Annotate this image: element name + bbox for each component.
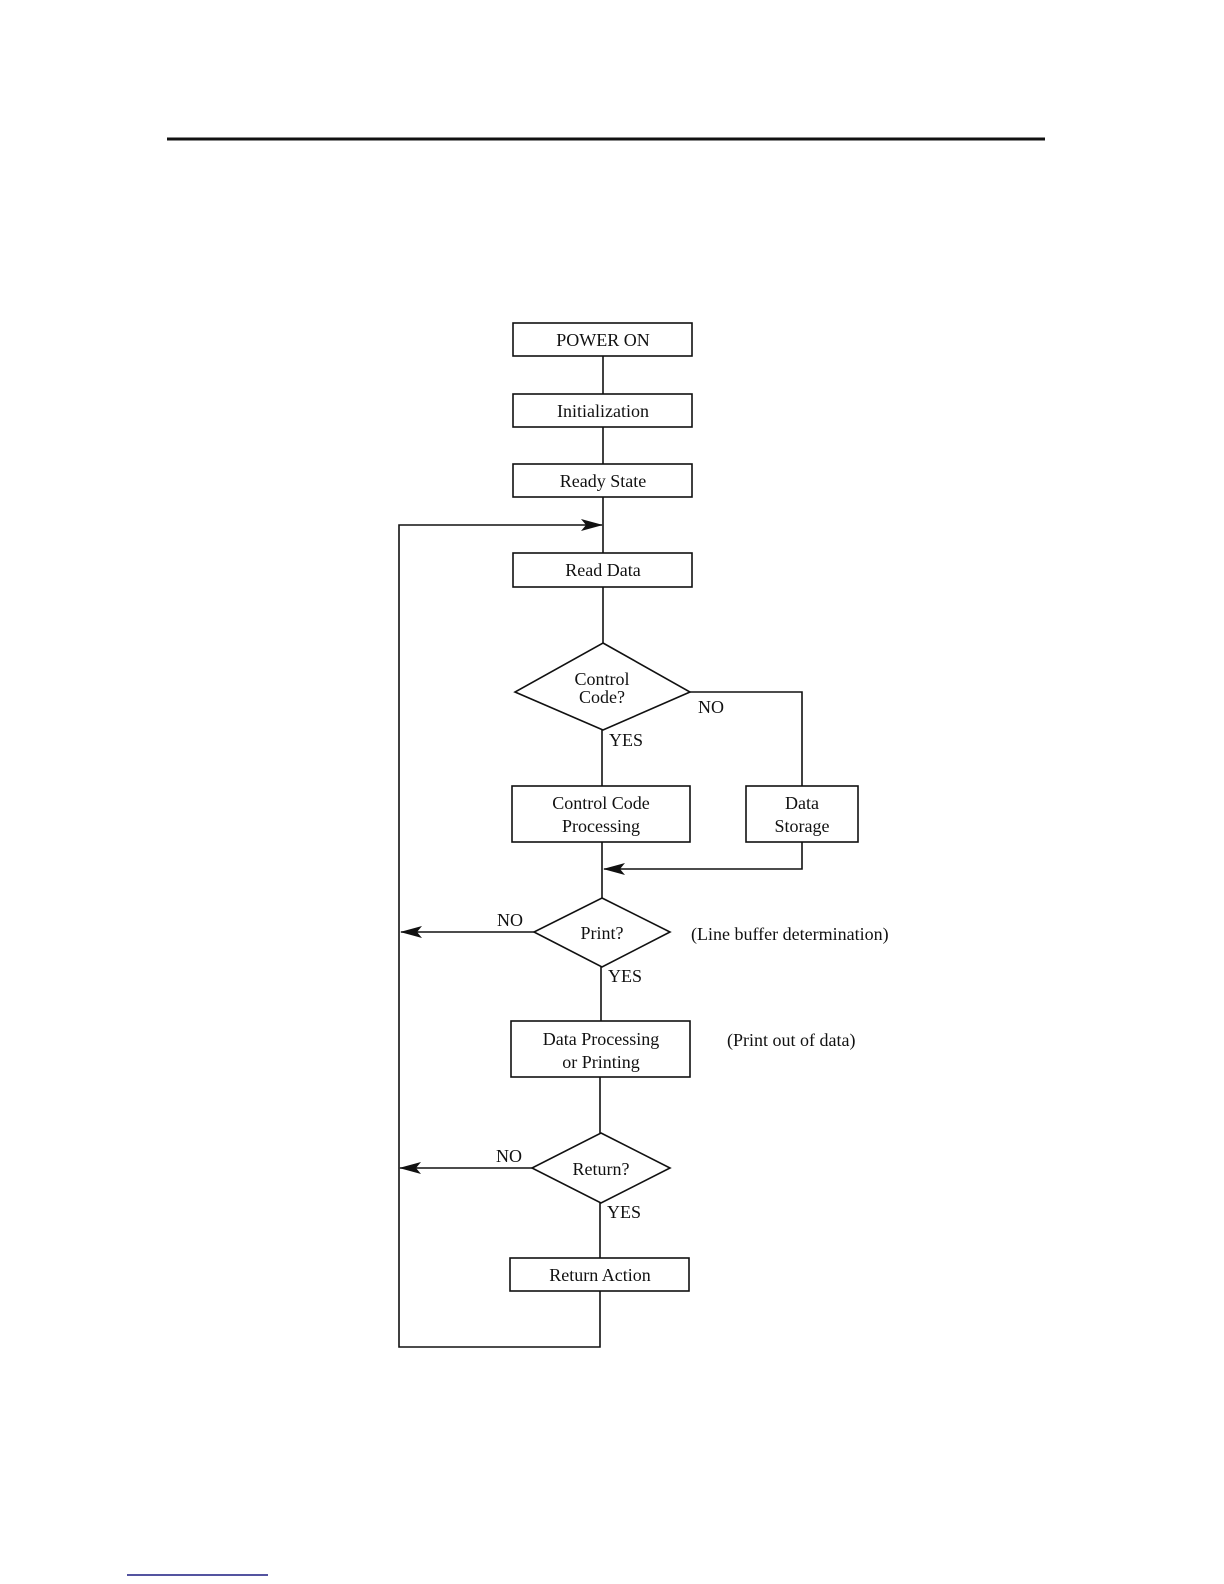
label-print-no: NO: [497, 910, 523, 930]
node-power-on: POWER ON: [512, 322, 693, 357]
node-return-action: Return Action: [509, 1257, 690, 1292]
label-control-no: NO: [698, 697, 724, 717]
decision-return: Return?: [530, 1132, 672, 1204]
node-label: Read Data: [565, 560, 640, 580]
node-control-code-processing: Control Code Processing: [511, 785, 691, 843]
node-label: Return Action: [549, 1265, 651, 1285]
node-label: POWER ON: [556, 330, 650, 350]
node-initialization: Initialization: [512, 393, 693, 428]
decision-print: Print?: [532, 897, 672, 968]
label-control-yes: YES: [609, 730, 643, 750]
connector-storage-merge: [603, 842, 803, 875]
node-label: Control Code: [552, 793, 650, 813]
connector-loop-back: [398, 519, 603, 1348]
label-return-no: NO: [496, 1146, 522, 1166]
node-data-storage: Data Storage: [745, 785, 859, 843]
node-label: Data: [785, 793, 819, 813]
node-label: Return?: [573, 1159, 630, 1179]
node-label: Initialization: [557, 401, 649, 421]
node-label: Ready State: [560, 471, 646, 491]
annotation-line-buffer: (Line buffer determination): [691, 924, 889, 945]
node-read-data: Read Data: [512, 552, 693, 588]
node-data-processing: Data Processing or Printing: [510, 1020, 691, 1078]
decision-control-code: Control Code?: [513, 642, 692, 731]
label-print-yes: YES: [608, 966, 642, 986]
node-label: Processing: [562, 816, 640, 836]
node-label: Storage: [775, 816, 830, 836]
annotation-print-out: (Print out of data): [727, 1030, 855, 1051]
connector-control-no: [690, 691, 803, 786]
node-ready-state: Ready State: [512, 463, 693, 498]
label-return-yes: YES: [607, 1202, 641, 1222]
node-label: Code?: [579, 687, 625, 707]
connectors: [398, 356, 803, 1348]
node-label: Control: [574, 669, 629, 689]
node-label: Print?: [581, 923, 624, 943]
node-label: Data Processing: [543, 1029, 659, 1049]
node-label: or Printing: [562, 1052, 640, 1072]
